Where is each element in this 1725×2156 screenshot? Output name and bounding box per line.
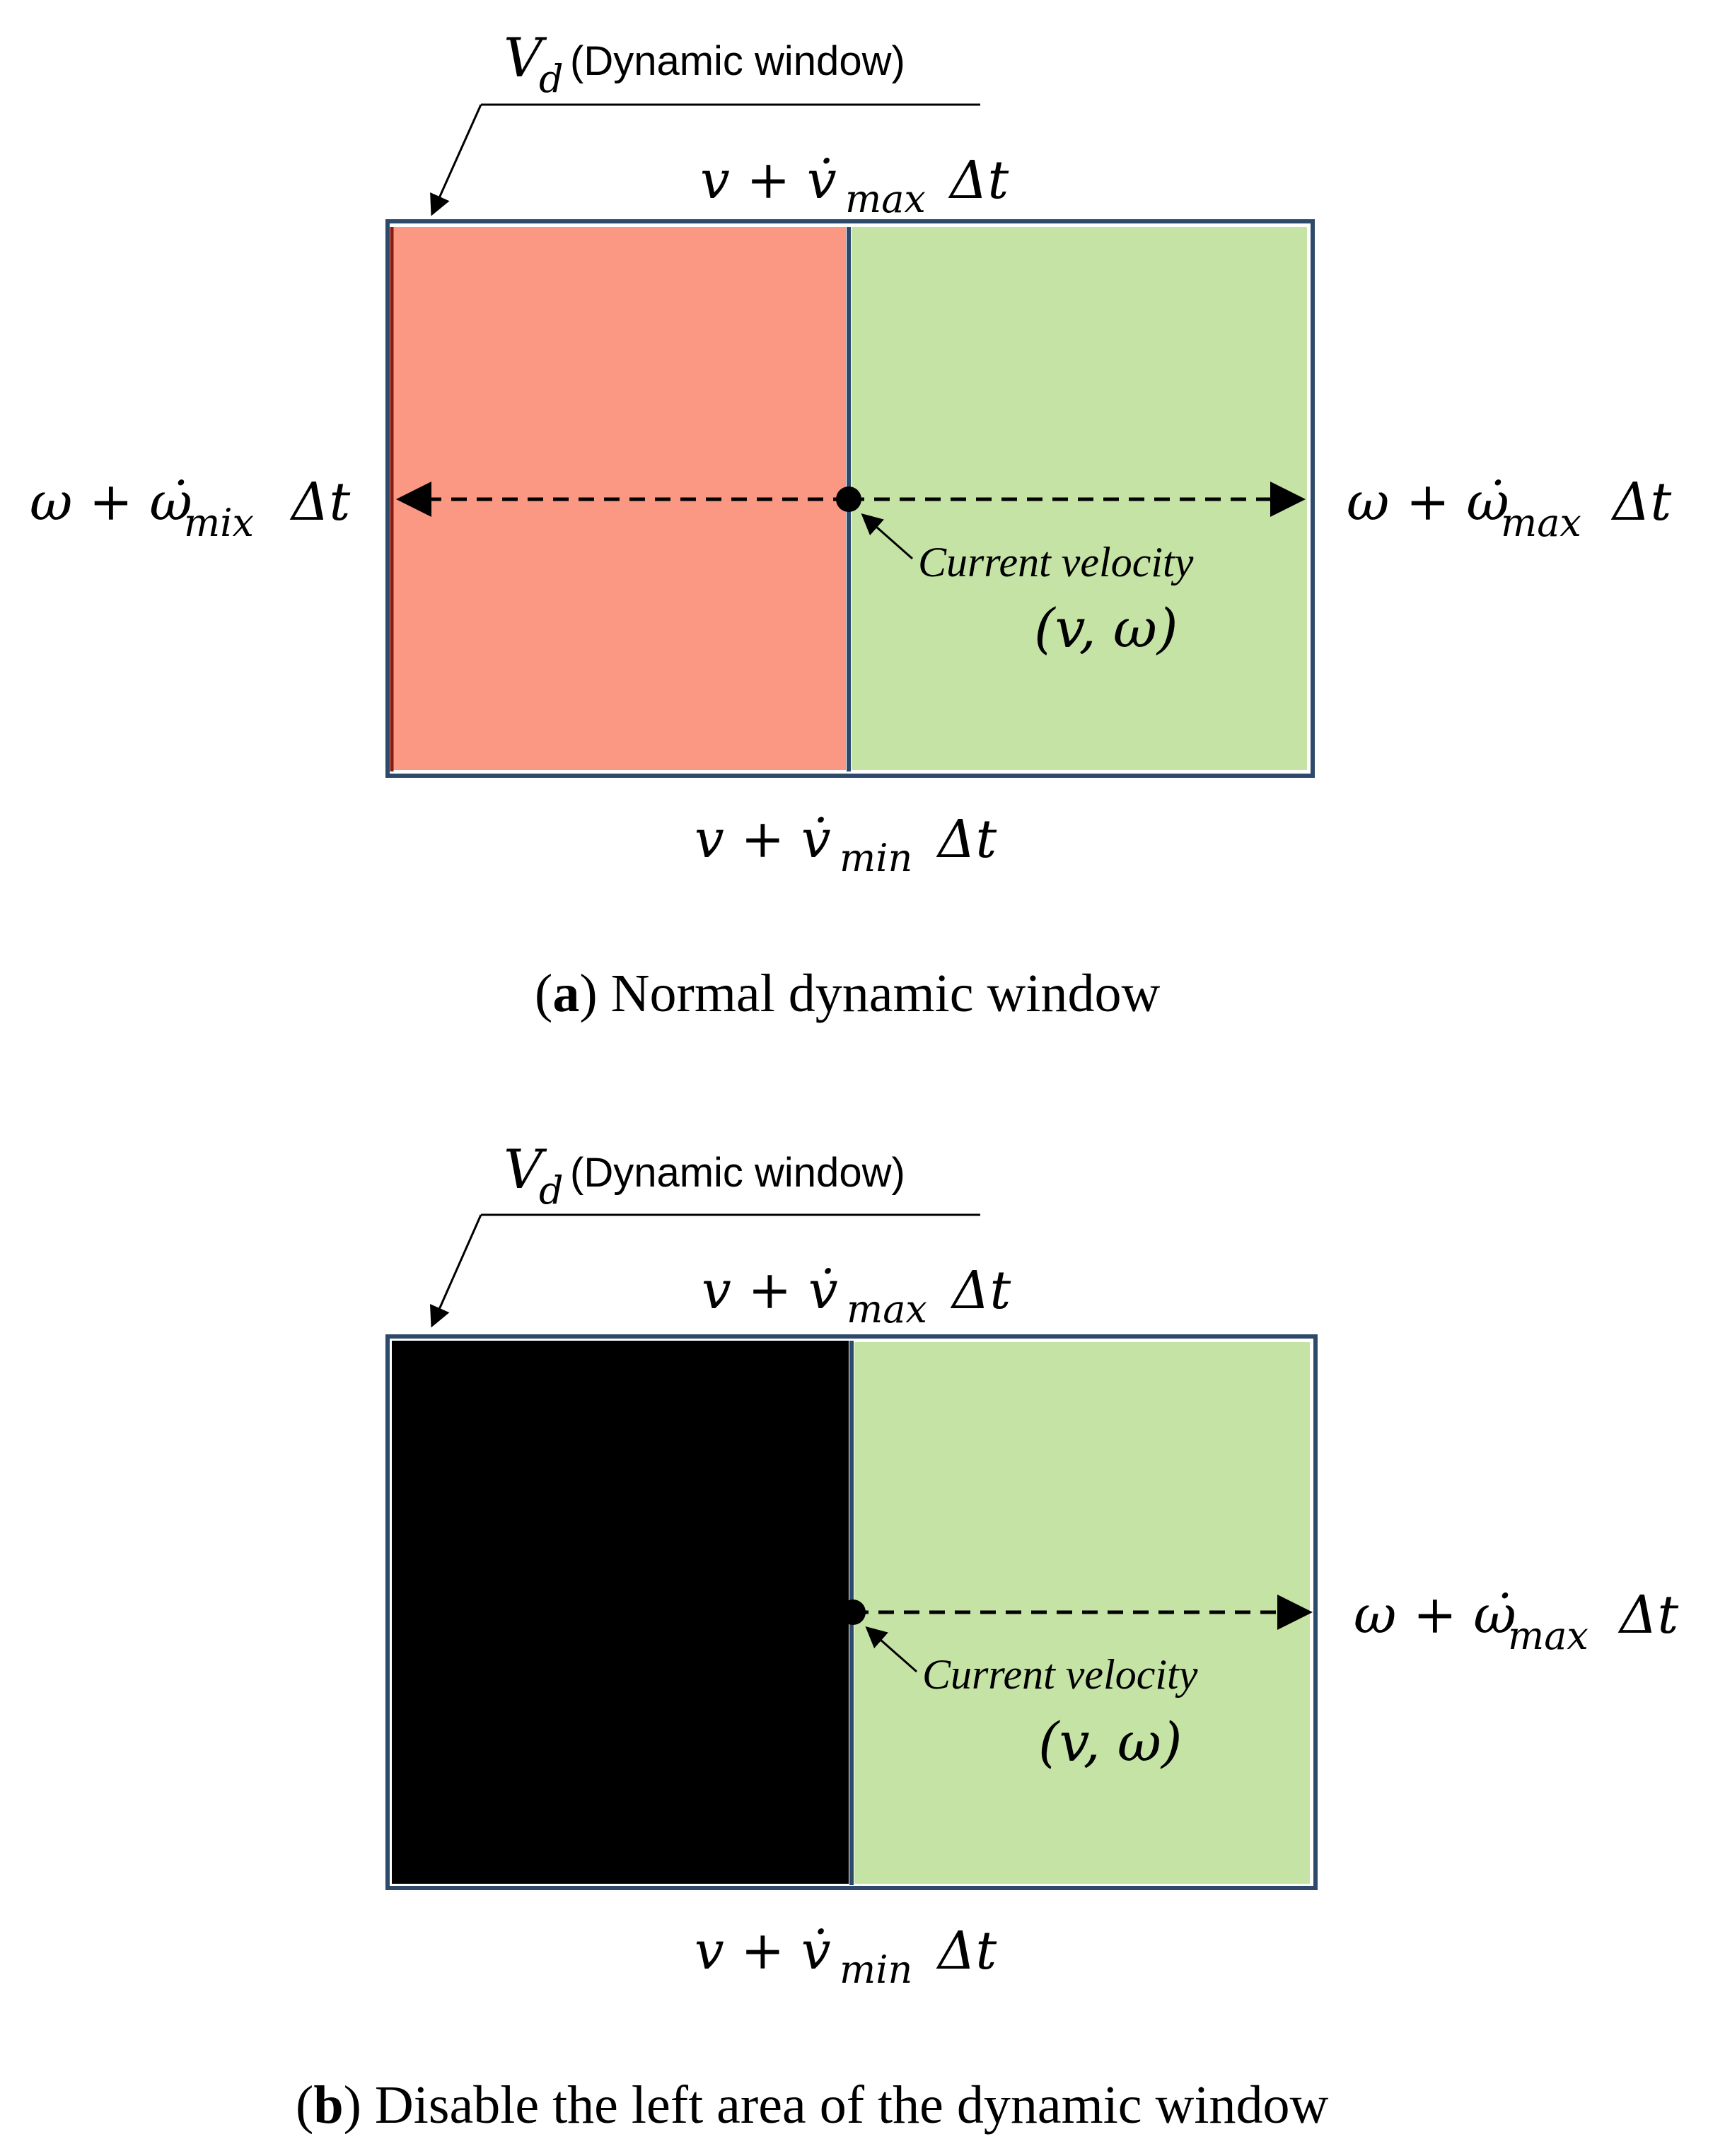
label-pointer-arrow (429, 1214, 482, 1328)
svg-text:v + v̇: v + v̇ (695, 809, 831, 870)
dynamic-window-label: V d (Dynamic window) (504, 26, 905, 101)
right-limit-label: ω + ω̇ max Δt (1347, 472, 1671, 545)
svg-text:mix: mix (184, 501, 254, 545)
svg-text:min: min (840, 836, 912, 880)
svg-text:ω + ω̇: ω + ω̇ (1347, 472, 1509, 532)
vd-symbol: V (504, 1138, 547, 1201)
left-region-disabled (392, 1341, 849, 1884)
current-velocity-point (836, 486, 861, 512)
vd-symbol: V (504, 26, 547, 89)
svg-text:ω + ω̇: ω + ω̇ (30, 472, 192, 532)
svg-text:v + v̇: v + v̇ (700, 150, 837, 211)
svg-text:Δt: Δt (289, 472, 350, 532)
current-velocity-tuple: (v, ω) (1038, 1711, 1183, 1773)
dynamic-window-text: (Dynamic window) (570, 38, 905, 84)
dynamic-window-frame (385, 1334, 1318, 1890)
svg-text:max: max (847, 1287, 927, 1332)
svg-text:Δt: Δt (950, 1260, 1011, 1321)
current-velocity-point (840, 1599, 866, 1625)
panel-a: V d (Dynamic window) v + v̇ max Δt ω + ω… (30, 26, 1671, 1023)
dynamic-window-text: (Dynamic window) (570, 1150, 905, 1196)
svg-text:v + v̇: v + v̇ (702, 1260, 838, 1321)
svg-text:v + v̇: v + v̇ (695, 1921, 831, 1981)
svg-text:Δt: Δt (1617, 1585, 1678, 1645)
dynamic-window-label: V d (Dynamic window) (504, 1138, 905, 1213)
right-limit-label: ω + ω̇ max Δt (1354, 1585, 1678, 1658)
svg-text:ω + ω̇: ω + ω̇ (1354, 1585, 1516, 1645)
svg-text:min: min (840, 1947, 912, 1992)
vd-subscript: d (539, 57, 564, 101)
bottom-limit-label: v + v̇ min Δt (695, 809, 997, 880)
current-velocity-label: Current velocity (918, 539, 1194, 585)
current-velocity-label: Current velocity (922, 1651, 1198, 1698)
svg-text:max: max (845, 177, 926, 221)
caption-a: (a) Normal dynamic window (535, 964, 1160, 1023)
svg-text:Δt: Δt (948, 150, 1009, 211)
current-velocity-pointer (861, 513, 913, 560)
caption-b: (b) Disable the left area of the dynamic… (296, 2075, 1329, 2135)
vd-subscript: d (539, 1168, 564, 1213)
svg-text:max: max (1508, 1614, 1588, 1658)
label-pointer-arrow (430, 104, 482, 216)
left-limit-label: ω + ω̇ mix Δt (30, 472, 350, 545)
svg-text:Δt: Δt (936, 809, 997, 870)
svg-text:max: max (1501, 501, 1581, 545)
svg-text:Δt: Δt (1610, 472, 1671, 532)
current-velocity-tuple: (v, ω) (1034, 597, 1178, 660)
bottom-limit-label: v + v̇ min Δt (695, 1921, 997, 1992)
dynamic-window-frame (385, 219, 1315, 778)
current-velocity-pointer (865, 1626, 917, 1673)
top-limit-label: v + v̇ max Δt (702, 1260, 1011, 1332)
svg-text:Δt: Δt (936, 1921, 997, 1981)
top-limit-label: v + v̇ max Δt (700, 150, 1009, 221)
panel-b: V d (Dynamic window) v + v̇ max Δt ω + ω… (296, 1138, 1678, 2135)
